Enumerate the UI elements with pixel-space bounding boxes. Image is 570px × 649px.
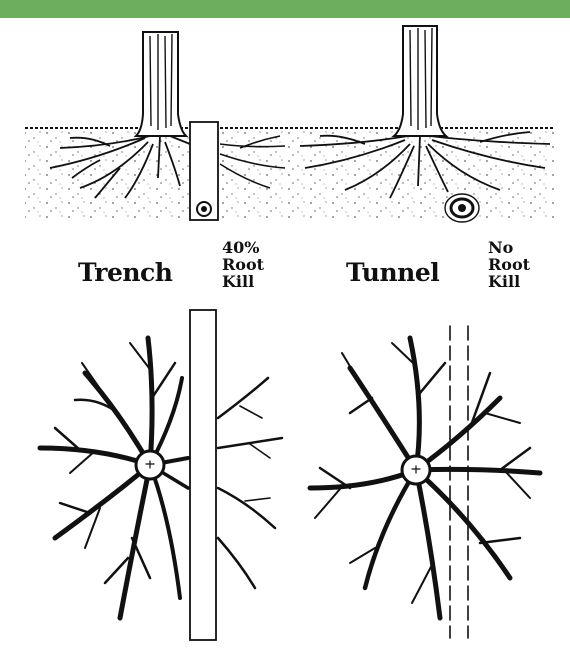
- trench-strip: [190, 310, 216, 640]
- cut-root-stubs: [218, 378, 282, 588]
- tree-trunk-icon: [136, 32, 186, 136]
- tunnel-root-kill-note: No Root Kill: [488, 240, 530, 290]
- header-color-bar: [0, 0, 570, 18]
- utility-pipe-icon: [445, 194, 479, 222]
- root-system-icon: [310, 338, 540, 618]
- utility-pipe-icon: [197, 202, 211, 216]
- note-line: Kill: [222, 274, 264, 291]
- root-system-icon: [40, 338, 188, 618]
- note-line: Kill: [488, 274, 530, 291]
- tunnel-label: Tunnel: [346, 260, 439, 286]
- tree-trunk-icon: [394, 26, 446, 136]
- tunnel-top-view: [310, 326, 540, 638]
- root-damage-diagram: [0, 18, 570, 649]
- tunnel-side-view: [290, 26, 555, 222]
- trench-side-view: [25, 32, 290, 220]
- trench-top-view: [40, 310, 282, 640]
- trench-root-kill-note: 40% Root Kill: [222, 240, 264, 290]
- trench-label: Trench: [78, 260, 172, 286]
